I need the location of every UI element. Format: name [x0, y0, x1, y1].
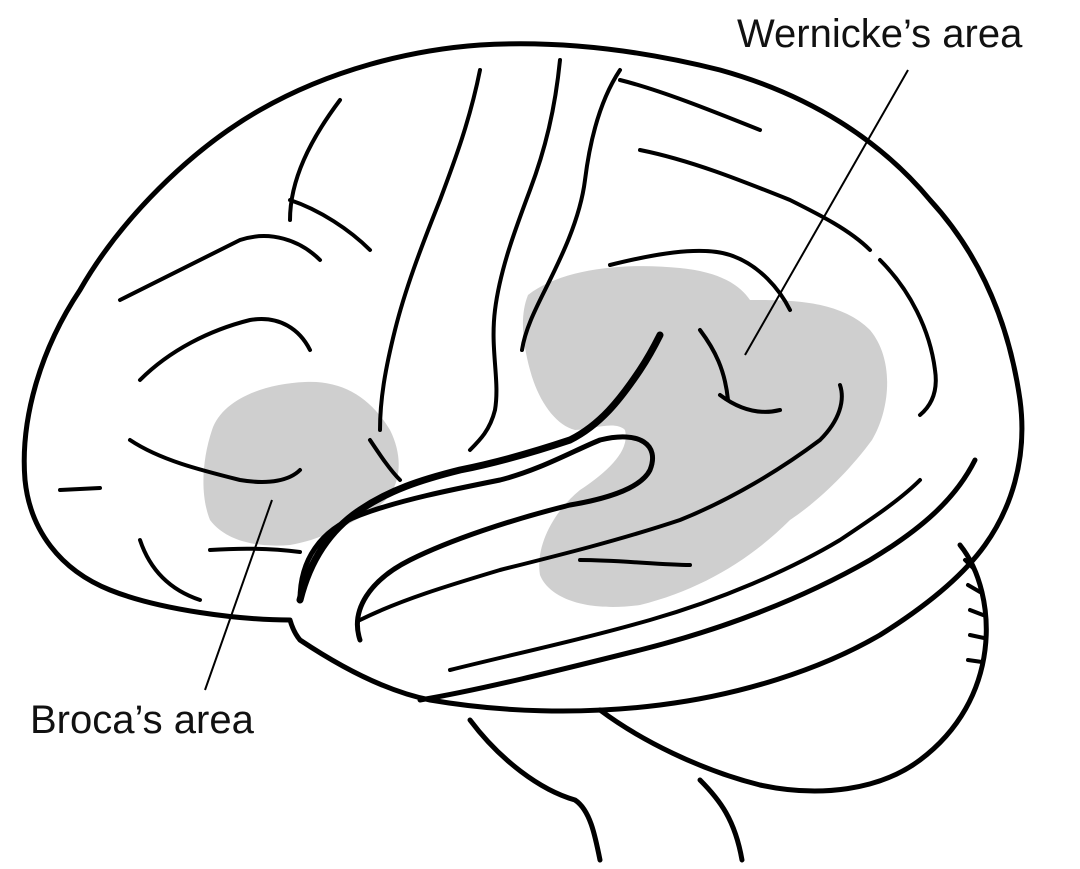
frontal-sulcus-lower [138, 317, 312, 382]
lateral-fissure [296, 331, 664, 604]
frontal-branch-2 [58, 486, 102, 492]
occipital-sulcus-1 [878, 258, 938, 417]
frontal-branch-1 [128, 438, 302, 484]
brainstem-outline [467, 717, 603, 863]
superior-frontal-sulcus [288, 98, 372, 252]
broca-area-label: Broca’s area [30, 698, 254, 742]
frontal-branch-3 [138, 538, 302, 602]
wernicke-sulcus [698, 328, 730, 402]
cerebellum-outline [597, 542, 989, 794]
parietal-sulcus-3 [608, 248, 792, 312]
cerebellum-folia [963, 558, 986, 664]
temporal-lobe-outline [297, 434, 655, 643]
precentral-sulcus [378, 68, 482, 432]
superior-temporal-sulcus [358, 383, 844, 622]
inferior-frontal-sulcus [118, 234, 322, 302]
brainstem-outline-2 [697, 777, 745, 863]
broca-region [203, 381, 399, 546]
inferior-temporal-sulcus [448, 478, 922, 672]
postcentral-sulcus [520, 68, 622, 352]
wernicke-region [522, 266, 888, 607]
broca-leader-line [204, 499, 273, 691]
temporal-lobe-lower [417, 457, 978, 703]
wernicke-area-label: Wernicke’s area [737, 12, 1023, 56]
central-sulcus [468, 58, 562, 452]
parietal-sulcus-2 [638, 148, 872, 252]
lateral-fissure-branch [368, 438, 402, 482]
wernicke-leader-line [744, 69, 909, 356]
temporal-branch [578, 393, 782, 567]
parietal-sulcus-1 [618, 78, 762, 132]
